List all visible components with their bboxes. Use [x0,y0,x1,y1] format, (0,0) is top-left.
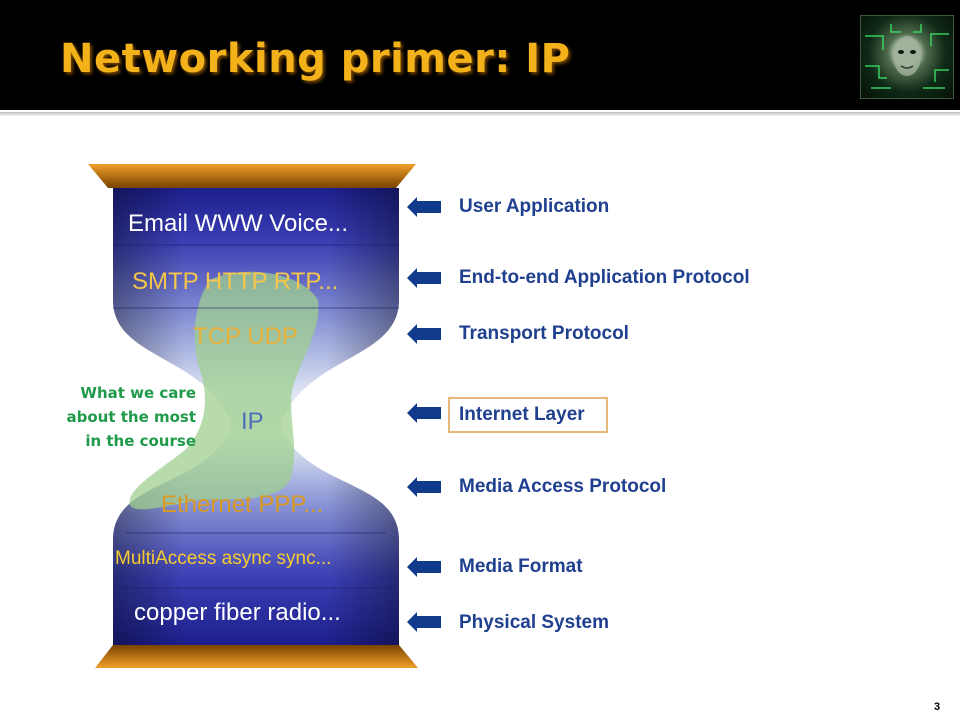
arrow-left-icon [407,403,441,423]
layer-app-protocol: SMTP HTTP RTP... [132,268,339,295]
layer-media-access: Ethernet PPP... [161,491,324,518]
arrow-left-icon [407,557,441,577]
desc-media-format: Media Format [459,556,583,577]
layer-application: Email WWW Voice... [128,210,349,237]
layer-ip: IP [241,408,264,435]
desc-app-protocol: End-to-end Application Protocol [459,267,750,288]
course-focus-note: What we care about the most in the cours… [40,381,196,453]
internet-layer-highlight [448,397,608,433]
title-bar: Networking primer: IP [0,0,960,110]
note-line: in the course [85,432,196,450]
arrow-left-icon [407,197,441,217]
desc-physical: Physical System [459,612,609,633]
cyber-face-logo [860,15,954,99]
desc-media-access: Media Access Protocol [459,476,667,497]
layer-media-format: MultiAccess async sync... [115,548,332,569]
desc-transport: Transport Protocol [459,323,629,344]
arrow-left-icon [407,324,441,344]
arrow-left-icon [407,612,441,632]
arrow-left-icon [407,268,441,288]
focus-highlight-blob [129,271,319,510]
title-divider [0,112,960,116]
slide-title: Networking primer: IP [60,36,571,82]
desc-user-application: User Application [459,196,610,217]
hourglass-bottom-cap [95,645,418,668]
hourglass-top-cap [88,164,416,188]
arrow-left-icon [407,477,441,497]
page-number: 3 [934,701,941,713]
layer-transport: TCP UDP [193,323,298,350]
layer-physical: copper fiber radio... [134,599,341,626]
note-line: What we care [80,384,196,402]
desc-internet-layer: Internet Layer [459,404,585,425]
note-line: about the most [66,408,196,426]
